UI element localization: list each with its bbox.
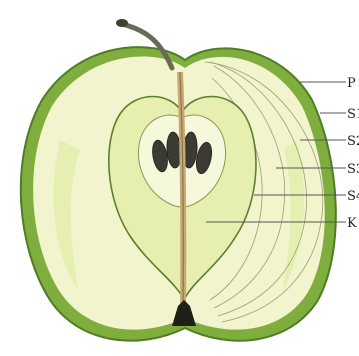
label-k: K bbox=[347, 216, 357, 231]
label-s3: S3 bbox=[347, 162, 359, 177]
label-s4: S4 bbox=[347, 189, 359, 204]
label-s2: S2 bbox=[347, 134, 359, 149]
stem-tip bbox=[116, 19, 128, 27]
label-p: P bbox=[347, 76, 356, 91]
label-s1: S1 bbox=[347, 107, 359, 122]
